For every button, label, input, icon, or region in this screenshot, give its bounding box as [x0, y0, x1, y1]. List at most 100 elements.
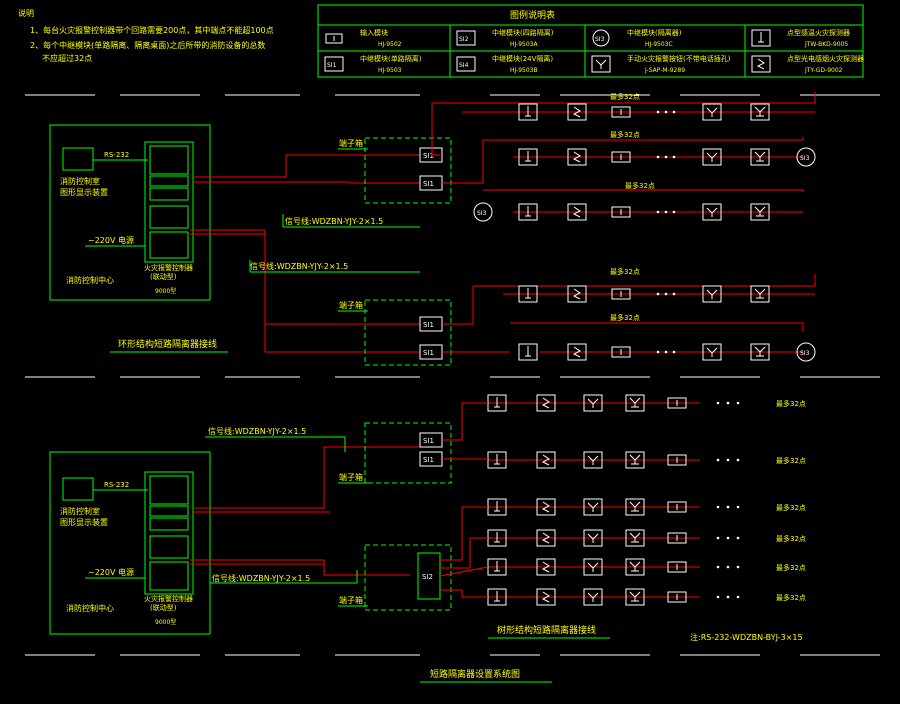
continuation-dot [726, 565, 730, 569]
continuation-dot [656, 110, 660, 114]
continuation-dot [726, 458, 730, 462]
legend-title: 图例说明表 [510, 9, 555, 21]
tree-branch: 最多32点 [487, 498, 806, 516]
thermal-detector-icon [518, 343, 538, 361]
input-module-icon [611, 106, 631, 118]
legend-item-code: J-SAP-M-9289 [644, 67, 685, 74]
continuation-dot [736, 565, 740, 569]
continuation-dot [726, 595, 730, 599]
si1-isolator-module: SI1 [419, 432, 443, 448]
sounder-icon [625, 558, 645, 576]
loop-label: 最多32点 [610, 130, 640, 139]
input-module-icon [667, 532, 687, 544]
manual-button-icon [702, 203, 722, 221]
sounder-icon [750, 343, 770, 361]
continuation-dot [672, 155, 676, 159]
continuation-dot [736, 536, 740, 540]
si1-isolator-module: SI1 [419, 316, 443, 332]
footer-title: 短路隔离器设置系统图 [430, 668, 520, 680]
loop-label: 最多32点 [610, 92, 640, 101]
terminal-label: 端子箱 [339, 472, 363, 482]
sounder-icon [625, 394, 645, 412]
sounder-icon [625, 588, 645, 606]
terminal-label: 端子箱 [339, 138, 363, 148]
smoke-detector-icon [536, 588, 556, 606]
console-label: 消防控制室 图形显示装置 [60, 506, 108, 527]
svg-text:SI3: SI3 [477, 210, 487, 217]
branch-label: 最多32点 [776, 593, 806, 602]
smoke-detector-icon [536, 498, 556, 516]
input-module-icon [611, 346, 631, 358]
panel-label-line: (联动型) [150, 603, 177, 612]
terminal-label: 端子箱 [339, 595, 363, 605]
terminal-box: 端子箱 [338, 299, 452, 366]
manual-button-icon [583, 498, 603, 516]
notes-line: 2、每个中继模块(单路隔离、隔离桌面)之后所带的消防设备的总数 [30, 40, 265, 50]
sounder-icon [750, 148, 770, 166]
continuation-dot [716, 505, 720, 509]
legend-item-code: JTY-GD-9002 [804, 67, 843, 74]
si1-isolator-module: SI1 [419, 344, 443, 360]
continuation-dot [656, 155, 660, 159]
panel-label-line: 火灾报警控制器 [144, 594, 193, 603]
bottom-signal-lines [205, 436, 358, 584]
loop-label: 最多32点 [610, 267, 640, 276]
continuation-dot [736, 458, 740, 462]
svg-text:SI3: SI3 [800, 155, 810, 162]
rs232-label: RS-232 [104, 481, 129, 489]
notes-line: 不应超过32点 [42, 53, 92, 63]
branch-label: 最多32点 [776, 534, 806, 543]
smoke-detector-icon [567, 148, 587, 166]
thermal-detector-icon [751, 29, 771, 47]
smoke-detector-icon [536, 558, 556, 576]
continuation-dot [736, 505, 740, 509]
thermal-detector-icon [487, 451, 507, 469]
terminal-label: 端子箱 [339, 300, 363, 310]
signal-label: 信号线:WDZBN-YJY-2×1.5 [212, 573, 310, 583]
smoke-detector-icon [567, 203, 587, 221]
legend-item-name: 点型感温火灾探测器 [787, 28, 850, 37]
continuation-dot [664, 210, 668, 214]
legend-item-name: 中继模块(单路隔离) [360, 54, 422, 63]
svg-text:SI2: SI2 [459, 36, 469, 43]
continuation-dot [726, 536, 730, 540]
legend-item-name: 中继模块(四路隔离) [492, 28, 554, 37]
svg-text:SI1: SI1 [423, 152, 434, 160]
bottom-trunk-wires [190, 446, 420, 576]
input-module-icon [667, 501, 687, 513]
top-signal-lines [249, 214, 420, 273]
input-module-icon [667, 561, 687, 573]
legend-item-name: 输入模块 [360, 28, 388, 37]
input-module-icon [611, 288, 631, 300]
smoke-detector-icon [567, 343, 587, 361]
ring-loop: 最多32点 SI3 [483, 130, 816, 167]
continuation-dot [726, 401, 730, 405]
panel-label: 火灾报警控制器 (联动型) [144, 263, 195, 281]
si2-symbol: SI2 [422, 573, 433, 581]
thermal-detector-icon [518, 148, 538, 166]
smoke-detector-icon [536, 451, 556, 469]
legend-item-code: HJ-9503C [645, 41, 673, 48]
svg-text:SI1: SI1 [423, 349, 434, 357]
loop-label: 最多32点 [610, 313, 640, 322]
fire-alarm-panel [144, 141, 194, 263]
console-label-line: 消防控制室 [60, 506, 100, 516]
console-label-line: 消防控制室 [60, 176, 100, 186]
continuation-dot [716, 595, 720, 599]
manual-button-icon [702, 285, 722, 303]
svg-text:SI1: SI1 [423, 180, 434, 188]
legend-item-code: HJ-9503A [510, 41, 539, 48]
tree-caption: 树形结构短路隔离器接线 [497, 624, 596, 636]
continuation-dot [664, 292, 668, 296]
panel-model: 9000型 [155, 287, 176, 295]
terminal-box: 端子箱 [338, 422, 452, 484]
sounder-icon [750, 103, 770, 121]
panel-label-line: (联动型) [150, 272, 177, 281]
legend-item-name: 中继模块(24V隔离) [492, 54, 553, 63]
console-label: 消防控制室 图形显示装置 [60, 176, 108, 197]
branch-label: 最多32点 [776, 456, 806, 465]
continuation-dot [656, 350, 660, 354]
signal-label: 信号线:WDZBN-YJY-2×1.5 [250, 261, 348, 271]
